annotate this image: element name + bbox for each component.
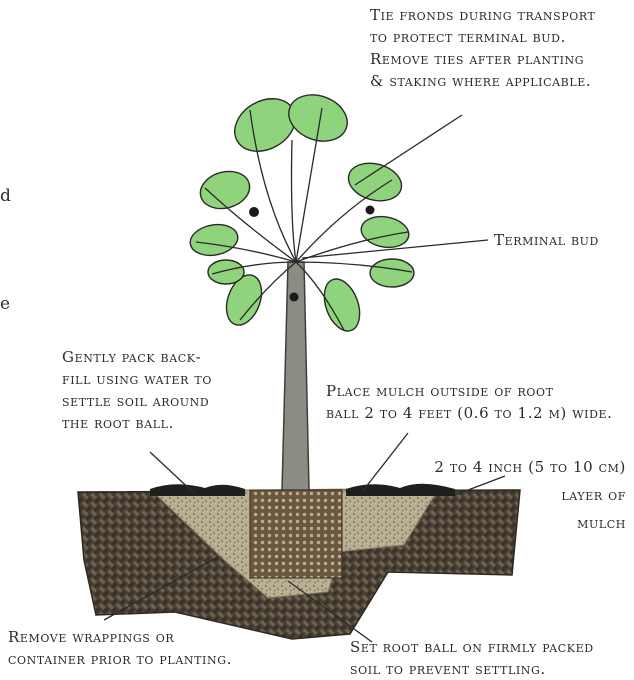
frond [359,213,411,251]
label-line: mulch [434,512,626,534]
label-tie-fronds: Tie fronds during transport to protect t… [370,4,596,92]
label-line: settle soil around [62,390,212,412]
label-line: soil to prevent settling. [350,658,594,680]
label-line: 2 to 4 inch (5 to 10 cm) [434,456,626,478]
label-line: the root ball. [62,412,212,434]
frond [370,259,414,287]
label-backfill: Gently pack back- fill using water to se… [62,346,212,434]
label-line: & staking where applicable. [370,70,596,92]
frond [188,221,240,259]
label-line: layer of [434,484,626,506]
fruit [249,207,259,217]
label-line: Gently pack back- [62,346,212,368]
label-line: container prior to planting. [8,648,232,670]
label-line: Tie fronds during transport [370,4,596,26]
frond [344,158,405,207]
fruit-clusters [249,206,375,302]
label-mulch-layer: 2 to 4 inch (5 to 10 cm) layer of mulch [434,456,626,534]
leader-tie-fronds [355,115,462,185]
label-line: Place mulch outside of root [326,380,613,402]
label-line: to protect terminal bud. [370,26,596,48]
label-root-ball: Set root ball on firmly packed soil to p… [350,636,594,680]
label-terminal-bud: Terminal bud [494,229,599,251]
label-line: fill using water to [62,368,212,390]
frond [282,87,353,149]
label-line: ball 2 to 4 feet (0.6 to 1.2 m) wide. [326,402,613,424]
fruit [366,206,375,215]
edge-text-fragment: e [0,294,10,314]
fruit [290,293,299,302]
label-line: Remove ties after planting [370,48,596,70]
label-mulch-outside: Place mulch outside of root ball 2 to 4 … [326,380,613,424]
root-ball [250,490,342,578]
mulch-left [150,484,245,496]
label-line: Set root ball on firmly packed [350,636,594,658]
label-line: Terminal bud [494,229,599,251]
label-wrappings: Remove wrappings or container prior to p… [8,626,232,670]
edge-text-fragment: d [0,186,11,206]
leader-mulch-outside [362,433,408,492]
frond [208,260,244,284]
label-line: Remove wrappings or [8,626,232,648]
